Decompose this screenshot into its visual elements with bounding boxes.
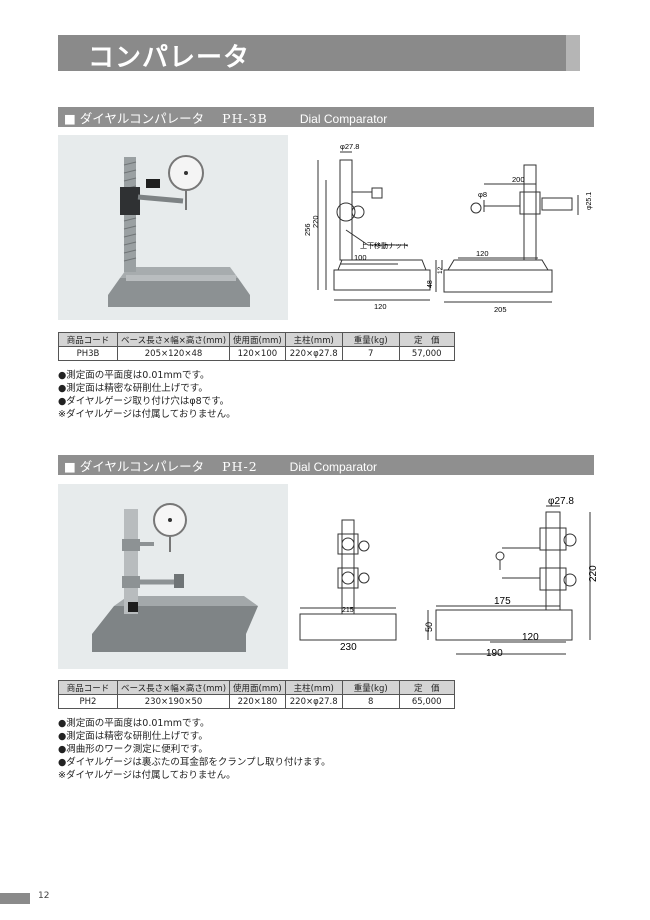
cell-weight: 8 (341, 694, 400, 709)
dim-ph3b-nut: 上下移動ナット (360, 241, 409, 250)
note-item: ※ダイヤルゲージは付属しておりません。 (58, 409, 236, 420)
col-header-column: 主柱(mm) (284, 332, 343, 347)
cell-price: 57,000 (398, 346, 455, 361)
cell-code: PH3B (58, 346, 118, 361)
section-model: PH-3B (222, 111, 268, 126)
col-header-weight: 重量(kg) (341, 680, 400, 695)
col-header-code: 商品コード (58, 332, 118, 347)
col-header-surface: 使用面(mm) (229, 680, 286, 695)
cell-code: PH2 (58, 694, 118, 709)
page-tab (0, 893, 30, 904)
notes-ph3b: ●測定面の平面度は0.01mmです。 ●測定面は精密な研削仕上げです。 ●ダイヤ… (58, 369, 236, 421)
dim-ph2-w230: 230 (340, 642, 357, 653)
dim-ph3b-hole8: φ8 (478, 190, 487, 199)
dim-ph3b-w120: 120 (374, 302, 387, 311)
section-marker: ■ (64, 459, 76, 474)
dim-ph3b-h48: 48 (427, 280, 434, 288)
cell-column: 220×φ27.8 (284, 694, 343, 709)
spec-table-ph3b: 商品コード ベース長さ×幅×高さ(mm) 使用面(mm) 主柱(mm) 重量(k… (58, 332, 455, 361)
dim-ph3b-surf120: 120 (476, 249, 489, 258)
dim-ph2-w215: 215 (342, 607, 354, 614)
section-marker: ■ (64, 111, 76, 126)
page-title-bar: コンパレータ (58, 35, 580, 73)
dim-ph2-h50: 50 (424, 622, 434, 632)
section-model: PH-2 (222, 459, 258, 474)
section-english-title: Dial Comparator (289, 460, 378, 474)
product-photo-ph2 (58, 484, 288, 669)
dim-ph2-h220: 220 (588, 565, 599, 582)
note-item: ●凋曲形のワーク測定に便利です。 (58, 744, 208, 755)
col-header-weight: 重量(kg) (341, 332, 400, 347)
cell-weight: 7 (341, 346, 400, 361)
dim-ph3b-arm200: 200 (512, 175, 525, 184)
cell-surface: 120×100 (229, 346, 286, 361)
section-title: ダイヤルコンパレータ (79, 459, 205, 474)
note-item: ●ダイヤルゲージ取り付け穴はφ8です。 (58, 396, 230, 407)
product-photo-ph3b (58, 135, 288, 320)
col-header-price: 定 価 (398, 332, 455, 347)
dim-ph2-w190: 190 (486, 648, 503, 659)
col-header-base: ベース長さ×幅×高さ(mm) (116, 680, 231, 695)
page-title: コンパレータ (88, 43, 251, 73)
dim-ph3b-base205: 205 (494, 305, 507, 314)
cell-base: 230×190×50 (116, 694, 231, 709)
dimension-drawing-ph3b: φ27.8 256 220 上下移動ナット 100 120 200 φ8 φ25… (303, 142, 593, 314)
table-row: PH2 230×190×50 220×180 220×φ27.8 8 65,00… (58, 694, 455, 709)
section-title: ダイヤルコンパレータ (79, 111, 205, 126)
cell-column: 220×φ27.8 (284, 346, 343, 361)
dim-ph3b-h220: 220 (311, 215, 320, 228)
col-header-column: 主柱(mm) (284, 680, 343, 695)
dim-ph3b-col-dia: φ27.8 (340, 142, 359, 151)
page-number: 12 (38, 891, 50, 901)
note-item: ●ダイヤルゲージは裏ぶたの耳金部をクランプし取り付けます。 (58, 757, 331, 768)
col-header-surface: 使用面(mm) (229, 332, 286, 347)
col-header-price: 定 価 (398, 680, 455, 695)
note-item: ●測定面の平面度は0.01mmです。 (58, 370, 210, 381)
dim-ph3b-d25: φ25.1 (586, 192, 593, 210)
note-item: ●測定面は精密な研削仕上げです。 (58, 383, 208, 394)
dim-ph2-w175: 175 (494, 596, 511, 607)
notes-ph2: ●測定面の平面度は0.01mmです。 ●測定面は精密な研削仕上げです。 ●凋曲形… (58, 717, 331, 782)
dimension-drawing-ph2: 215 230 φ27.8 220 175 50 120 190 (299, 496, 599, 659)
title-bar-shade (566, 35, 580, 71)
cell-price: 65,000 (398, 694, 455, 709)
cell-surface: 220×180 (229, 694, 286, 709)
cell-base: 205×120×48 (116, 346, 231, 361)
dim-ph2-w120: 120 (522, 632, 539, 643)
dim-ph2-col-dia: φ27.8 (548, 496, 574, 507)
spec-table-header: 商品コード ベース長さ×幅×高さ(mm) 使用面(mm) 主柱(mm) 重量(k… (58, 680, 455, 695)
col-header-code: 商品コード (58, 680, 118, 695)
section-english-title: Dial Comparator (299, 112, 388, 126)
table-row: PH3B 205×120×48 120×100 220×φ27.8 7 57,0… (58, 346, 455, 361)
col-header-base: ベース長さ×幅×高さ(mm) (116, 332, 231, 347)
note-item: ※ダイヤルゲージは付属しておりません。 (58, 770, 236, 781)
dim-ph3b-h12: 12 (437, 266, 444, 274)
spec-table-header: 商品コード ベース長さ×幅×高さ(mm) 使用面(mm) 主柱(mm) 重量(k… (58, 332, 455, 347)
dim-ph3b-w100: 100 (354, 253, 367, 262)
note-item: ●測定面の平面度は0.01mmです。 (58, 718, 210, 729)
section-header-ph3b: ■ ダイヤルコンパレータ PH-3B Dial Comparator (58, 107, 594, 127)
spec-table-ph2: 商品コード ベース長さ×幅×高さ(mm) 使用面(mm) 主柱(mm) 重量(k… (58, 680, 455, 709)
section-header-ph2: ■ ダイヤルコンパレータ PH-2 Dial Comparator (58, 455, 594, 475)
note-item: ●測定面は精密な研削仕上げです。 (58, 731, 208, 742)
dim-ph3b-h256: 256 (303, 223, 312, 236)
